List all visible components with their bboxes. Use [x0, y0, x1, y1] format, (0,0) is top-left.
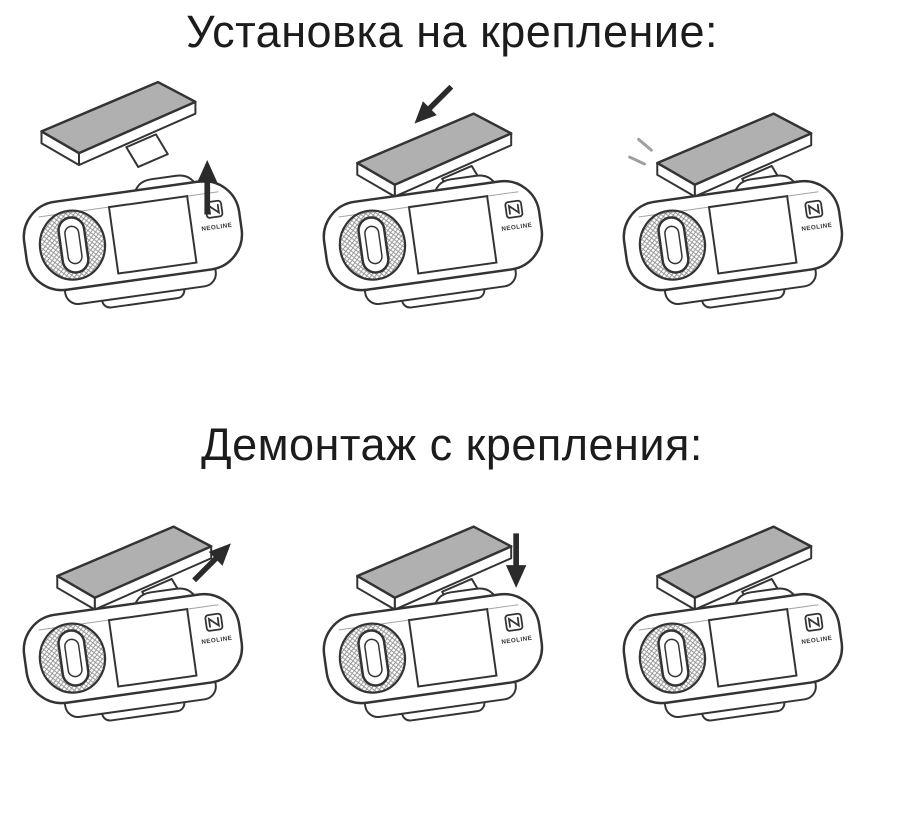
install-step-2	[304, 76, 600, 323]
section-install: Установка на крепление:	[0, 0, 904, 323]
remove-step-3	[604, 489, 900, 736]
install-steps-row	[0, 76, 904, 323]
dashcam-body	[16, 166, 252, 320]
install-step-3	[604, 76, 900, 323]
remove-steps-row	[0, 489, 904, 736]
install-title: Установка на крепление:	[186, 6, 718, 57]
dashcam-body	[316, 579, 552, 733]
remove-title: Демонтаж с крепления:	[201, 419, 703, 470]
remove-step-2-illustration	[316, 525, 552, 733]
install-step-1-illustration	[16, 80, 252, 320]
install-step-1	[4, 76, 300, 323]
dashcam-body	[616, 579, 852, 733]
remove-step-1-illustration	[16, 525, 252, 733]
install-step-3-illustration	[616, 112, 852, 320]
remove-step-1	[4, 489, 300, 736]
section-remove: Демонтаж с крепления:	[0, 419, 904, 736]
click-snap-icon	[628, 137, 653, 166]
remove-step-2	[304, 489, 600, 736]
dashcam-body	[16, 579, 252, 733]
install-step-2-illustration	[316, 76, 552, 320]
remove-step-3-illustration	[616, 525, 852, 733]
mount-bracket	[40, 80, 197, 169]
dashcam-body	[616, 166, 852, 320]
dashcam-body	[316, 166, 552, 320]
arrow-down-icon	[506, 533, 526, 587]
